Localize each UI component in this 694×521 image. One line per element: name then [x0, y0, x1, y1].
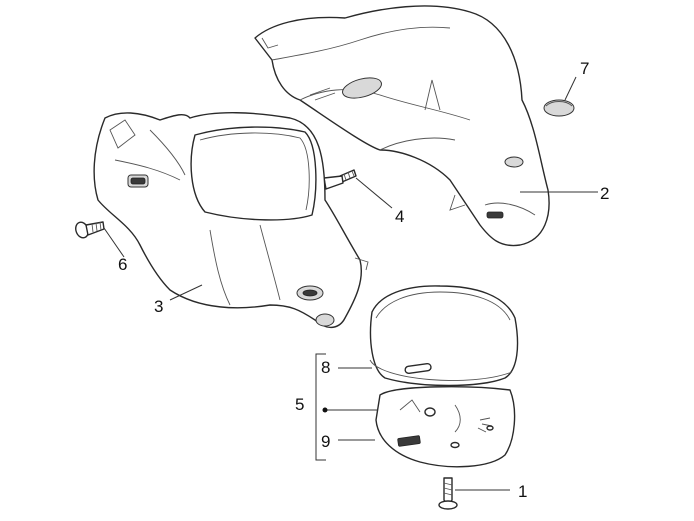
plug: [543, 99, 575, 117]
instrument-glass: [369, 285, 519, 387]
screw-6: [75, 221, 105, 239]
callout-4: 4: [395, 207, 404, 226]
junction-dot: [322, 407, 328, 413]
callout-2: 2: [600, 184, 609, 203]
callout-8: 8: [321, 358, 330, 377]
callout-7: 7: [580, 59, 589, 78]
front-handlebar-cover: [93, 112, 369, 328]
callout-labels: 1 2 3 4 5 6 7 8 9: [118, 59, 609, 501]
screw-1: [438, 477, 458, 510]
leader-lines: [103, 76, 598, 491]
rear-handlebar-cover: [254, 5, 550, 247]
callout-6: 6: [118, 255, 127, 274]
instrument-housing: [375, 386, 516, 468]
callout-9: 9: [321, 432, 330, 451]
callout-3: 3: [154, 297, 163, 316]
callout-5: 5: [295, 395, 304, 414]
callout-1: 1: [518, 482, 527, 501]
